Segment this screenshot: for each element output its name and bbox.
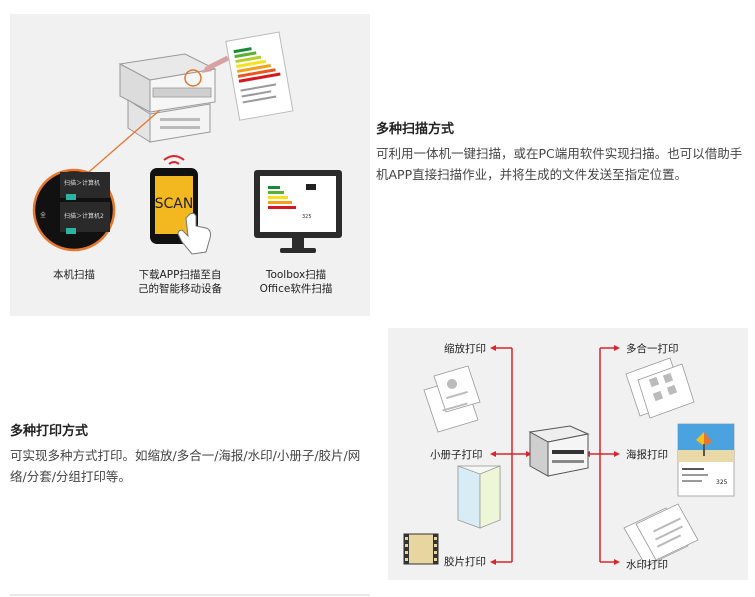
caption-app-line2: 己的智能移动设备 xyxy=(138,283,222,295)
caption-app-scan: 下载APP扫描至自 己的智能移动设备 xyxy=(126,268,234,296)
label-watermark-print: 水印打印 xyxy=(626,559,668,571)
watermark-print-pages xyxy=(623,503,699,567)
label-booklet-print: 小册子打印 xyxy=(430,449,483,461)
phone-scan-text: SCAN xyxy=(155,196,194,212)
print-section-text: 可实现多种方式打印。如缩放/多合一/海报/水印/小册子/胶片/网络/分套/分组打… xyxy=(10,448,361,484)
panel-menu-item-1: 扫描＞计算机 xyxy=(64,179,100,187)
scan-illustration: 全 扫描＞计算机 扫描＞计算机2 SCAN 325 xyxy=(32,31,342,255)
scan-section-text: 可利用一体机一键扫描，或在PC端用软件实现扫描。也可以借助手机APP直接扫描作业… xyxy=(376,146,743,182)
caption-app-line1: 下载APP扫描至自 xyxy=(138,269,222,281)
scanned-document-illustration xyxy=(225,31,294,121)
poster-print-page xyxy=(677,423,735,497)
smartphone-illustration: SCAN xyxy=(150,155,211,255)
scan-illustration-panel: 全 扫描＞计算机 扫描＞计算机2 SCAN 325 本机扫描 xyxy=(10,14,370,316)
scan-description-block: 多种扫描方式 可利用一体机一键扫描，或在PC端用软件实现扫描。也可以借助手机AP… xyxy=(376,118,748,185)
section-divider xyxy=(10,594,370,596)
label-multi-print: 多合一打印 xyxy=(626,343,679,355)
caption-toolbox-line2: Office软件扫描 xyxy=(259,283,333,295)
film-print-icon xyxy=(403,533,439,565)
multi-print-pages xyxy=(625,357,695,419)
label-film-print: 胶片打印 xyxy=(444,556,486,568)
booklet-print-pages xyxy=(457,465,501,529)
print-section-title: 多种打印方式 xyxy=(10,424,89,439)
scale-print-pages xyxy=(423,365,481,433)
printer-center-illustration xyxy=(528,425,590,477)
caption-toolbox-scan: Toolbox扫描 Office软件扫描 xyxy=(246,268,346,296)
print-illustration: 325 xyxy=(403,345,735,567)
printer-illustration xyxy=(118,53,217,143)
caption-toolbox-line1: Toolbox扫描 xyxy=(265,269,327,281)
caption-local-scan: 本机扫描 xyxy=(53,269,95,281)
monitor-doc-number: 325 xyxy=(302,214,312,220)
label-scale-print: 缩放打印 xyxy=(444,343,486,355)
print-description-block: 多种打印方式 可实现多种方式打印。如缩放/多合一/海报/水印/小册子/胶片/网络… xyxy=(10,420,370,487)
poster-number: 325 xyxy=(716,479,728,486)
label-poster-print: 海报打印 xyxy=(626,449,668,461)
connector-lines xyxy=(494,347,616,563)
control-panel-zoom: 全 xyxy=(32,168,116,252)
print-illustration-panel: 325 缩放打印 小册子打印 胶片打印 多合一打印 海报打印 水印打印 xyxy=(388,328,748,580)
monitor-illustration: 325 xyxy=(254,170,342,253)
scan-section-title: 多种扫描方式 xyxy=(376,122,455,137)
panel-menu-item-2: 扫描＞计算机2 xyxy=(64,212,104,220)
svg-text:全: 全 xyxy=(40,211,46,219)
